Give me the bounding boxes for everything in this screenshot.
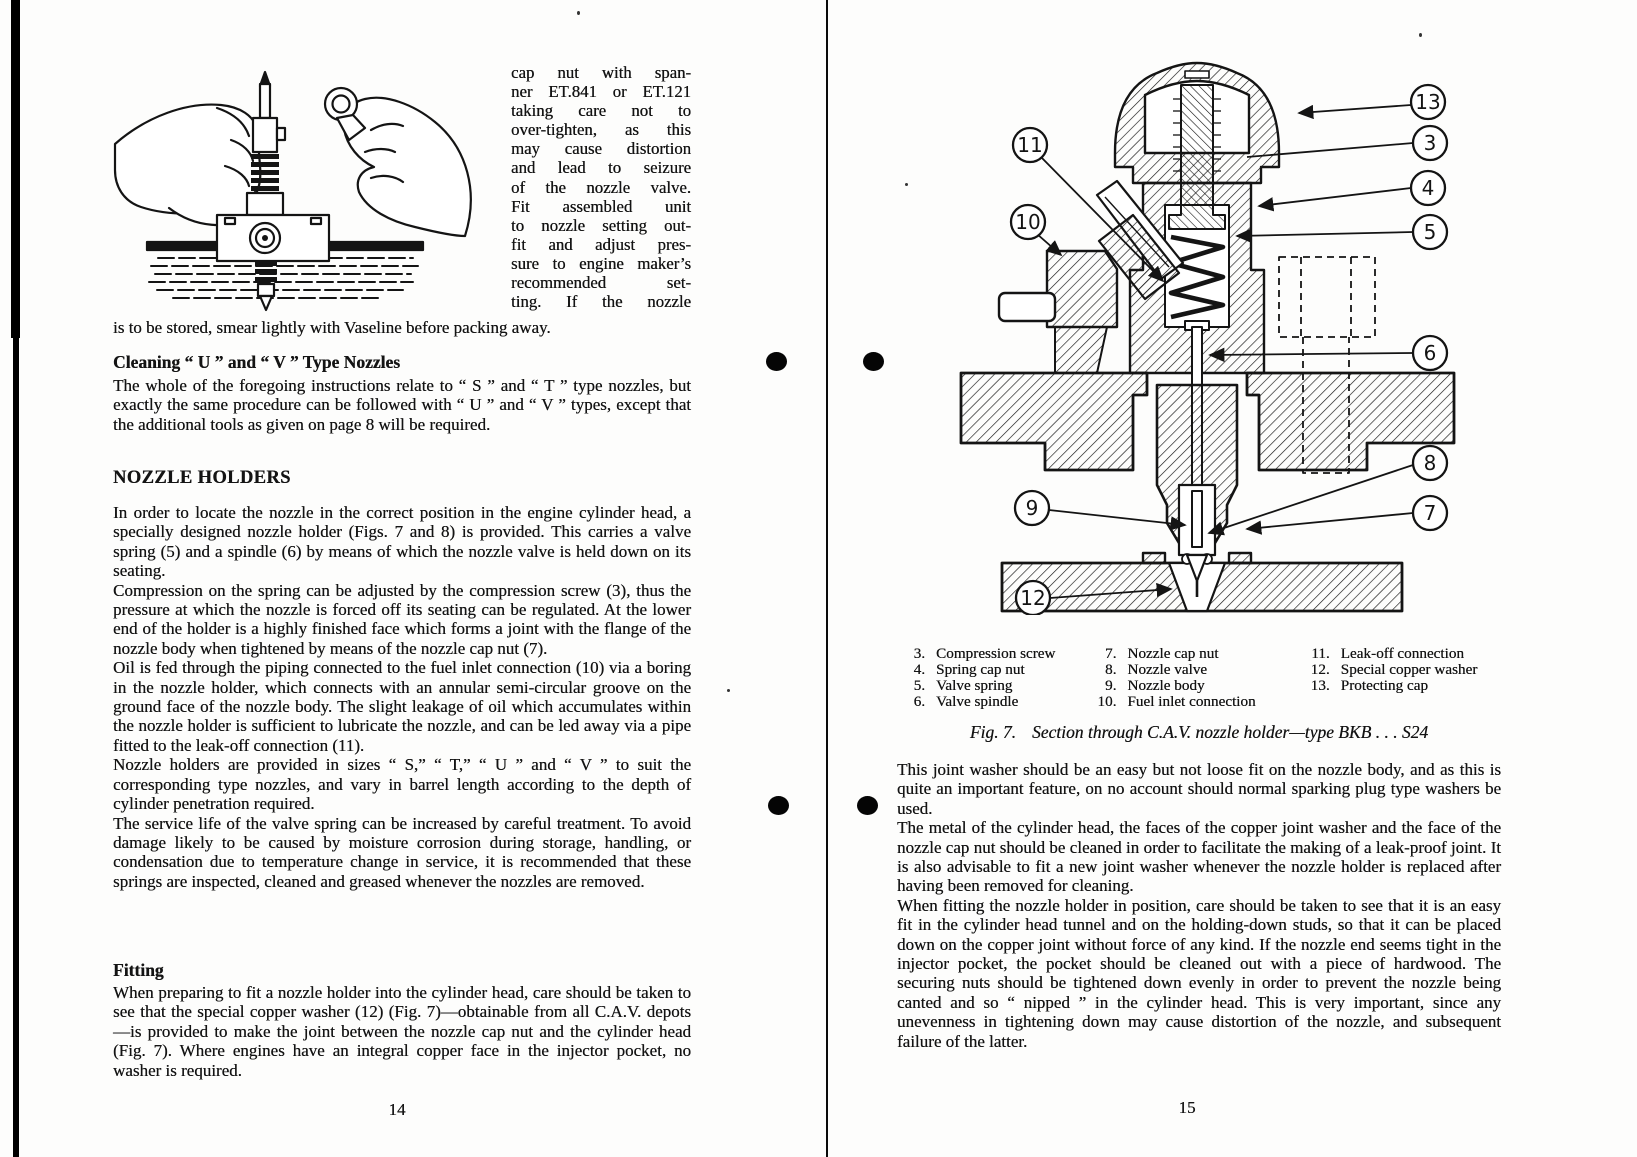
- paragraph: When fitting the nozzle holder in positi…: [897, 895, 1501, 1051]
- legend-item: 11.Leak-off connection: [1311, 645, 1464, 662]
- legend-item: 7.Nozzle cap nut: [1104, 645, 1219, 662]
- paragraph: This joint washer should be an easy but …: [897, 760, 1501, 818]
- callout-11: 11: [1017, 133, 1042, 157]
- scan-speck: [577, 11, 580, 15]
- fig7-legend: 3.Compression screw 4.Spring cap nut 5.V…: [899, 645, 1501, 711]
- binding-dot: [768, 796, 789, 815]
- paragraph: Compression on the spring can be adjuste…: [113, 580, 691, 658]
- legend-column-1: 3.Compression screw 4.Spring cap nut 5.V…: [899, 645, 1090, 711]
- paragraph: The whole of the foregoing instructions …: [113, 376, 691, 434]
- paragraph: Nozzle holders are provided in sizes “ S…: [113, 755, 691, 814]
- page-number-15: 15: [1178, 1098, 1196, 1117]
- legend-item: 12.Special copper washer: [1310, 661, 1478, 679]
- scan-edge-artifact: [13, 0, 19, 1157]
- callout-5: 5: [1424, 220, 1437, 244]
- callout-12: 12: [1020, 586, 1045, 610]
- section-fitting-body: When preparing to fit a nozzle holder in…: [113, 983, 691, 1080]
- callout-13: 13: [1415, 90, 1440, 114]
- page-gutter-line: [826, 0, 828, 1157]
- paragraph: Oil is fed through the piping connected …: [113, 658, 691, 755]
- legend-column-2: 7.Nozzle cap nut 8.Nozzle valve 9.Nozzle…: [1090, 645, 1303, 711]
- heading-fitting: Fitting: [113, 960, 164, 980]
- fig7-caption: Fig. 7. Section through C.A.V. nozzle hol…: [897, 722, 1501, 743]
- hands-fitting-nozzle-illustration: [113, 70, 472, 312]
- fig7-caption-label: Fig. 7.: [969, 722, 1017, 742]
- figure-8-region: cap nut with span- ner ET.841 or ET.121 …: [113, 60, 691, 316]
- callout-6: 6: [1424, 341, 1437, 365]
- fig7-callouts: 11 10 9 12 13 3 4 5 6 8 7: [1009, 83, 1449, 615]
- legend-item: 3.Compression screw: [913, 645, 1056, 662]
- callout-9: 9: [1026, 496, 1039, 520]
- legend-item: 10.Fuel inlet connection: [1097, 693, 1256, 711]
- legend-item: 5.Valve spring: [913, 677, 1013, 695]
- paragraph: The metal of the cylinder head, the face…: [897, 818, 1501, 896]
- section-nozzle-holders-body: In order to locate the nozzle in the cor…: [113, 503, 691, 891]
- callout-4: 4: [1422, 176, 1435, 200]
- fig7-caption-text: Section through C.A.V. nozzle holder—typ…: [1032, 722, 1429, 742]
- scan-speck: [1419, 33, 1422, 37]
- paragraph: When preparing to fit a nozzle holder in…: [113, 983, 691, 1080]
- fig7-nozzle-holder-section-diagram: 11 10 9 12 13 3 4 5 6 8 7: [959, 61, 1456, 615]
- paragraph: The service life of the valve spring can…: [113, 813, 691, 891]
- callout-10: 10: [1015, 210, 1040, 234]
- section-cleaning-body: The whole of the foregoing instructions …: [113, 376, 691, 434]
- binding-dot: [857, 796, 878, 815]
- legend-item: 13.Protecting cap: [1310, 677, 1428, 695]
- scan-speck: [727, 689, 730, 692]
- legend-item: 9.Nozzle body: [1104, 677, 1205, 695]
- callout-8: 8: [1424, 451, 1437, 475]
- scan-edge-artifact-top: [11, 0, 20, 338]
- heading-nozzle-holders: NOZZLE HOLDERS: [113, 468, 291, 488]
- page-number-14: 14: [388, 1100, 406, 1119]
- callout-7: 7: [1424, 501, 1437, 525]
- heading-cleaning-u-v: Cleaning “ U ” and “ V ” Type Nozzles: [113, 352, 400, 372]
- legend-item: 8.Nozzle valve: [1104, 661, 1208, 679]
- binding-dot: [766, 352, 787, 371]
- legend-item: 4.Spring cap nut: [913, 661, 1025, 679]
- intro-column-text: cap nut with span- ner ET.841 or ET.121 …: [511, 63, 691, 312]
- right-page-body: This joint washer should be an easy but …: [897, 760, 1501, 1051]
- intro-continuation-line: is to be stored, smear lightly with Vase…: [113, 318, 551, 337]
- callout-3: 3: [1424, 131, 1437, 155]
- legend-item: 6.Valve spindle: [913, 693, 1019, 711]
- binding-dot: [863, 352, 884, 371]
- scan-speck: [905, 183, 908, 186]
- paragraph: In order to locate the nozzle in the cor…: [113, 503, 691, 581]
- legend-column-3: 11.Leak-off connection 12.Special copper…: [1304, 645, 1501, 710]
